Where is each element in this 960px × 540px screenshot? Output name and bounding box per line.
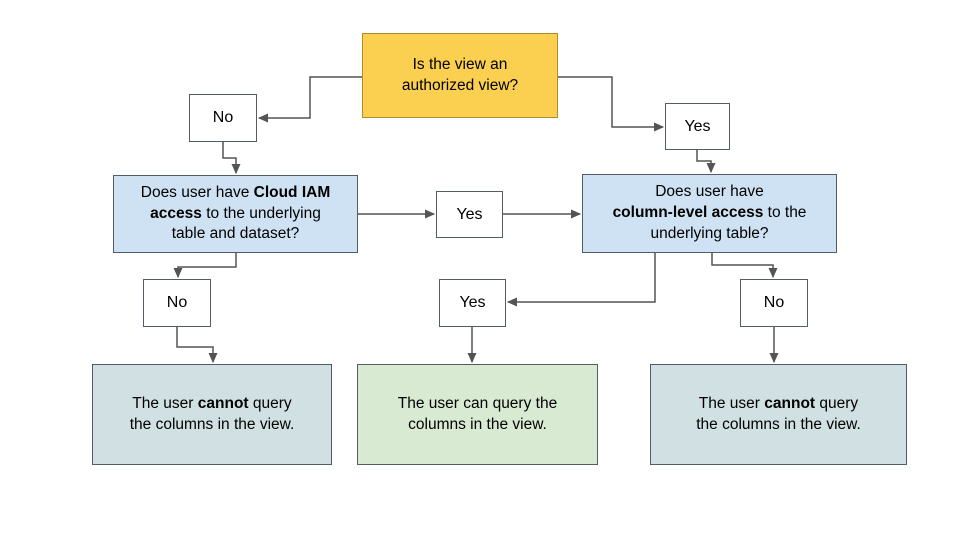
connector-root-to-no	[257, 76, 362, 123]
connector-yes-to-question-column	[696, 150, 716, 174]
connector-no-to-result-left	[176, 327, 218, 364]
connector-root-to-yes	[558, 76, 665, 132]
branch-label-no-top-left: No	[189, 94, 257, 142]
branch-label-no-bottom-left: No	[143, 279, 211, 327]
branch-label-yes-top-right: Yes	[665, 103, 730, 150]
connector-column-to-yes	[506, 253, 656, 307]
connector-column-to-no	[711, 253, 778, 279]
branch-label-yes-bottom: Yes	[439, 279, 506, 327]
branch-label-no-bottom-right: No	[740, 279, 808, 327]
connector-iam-to-no	[173, 253, 237, 279]
branch-label-yes-middle: Yes	[436, 191, 503, 238]
connector-no-to-question-iam	[222, 142, 241, 175]
